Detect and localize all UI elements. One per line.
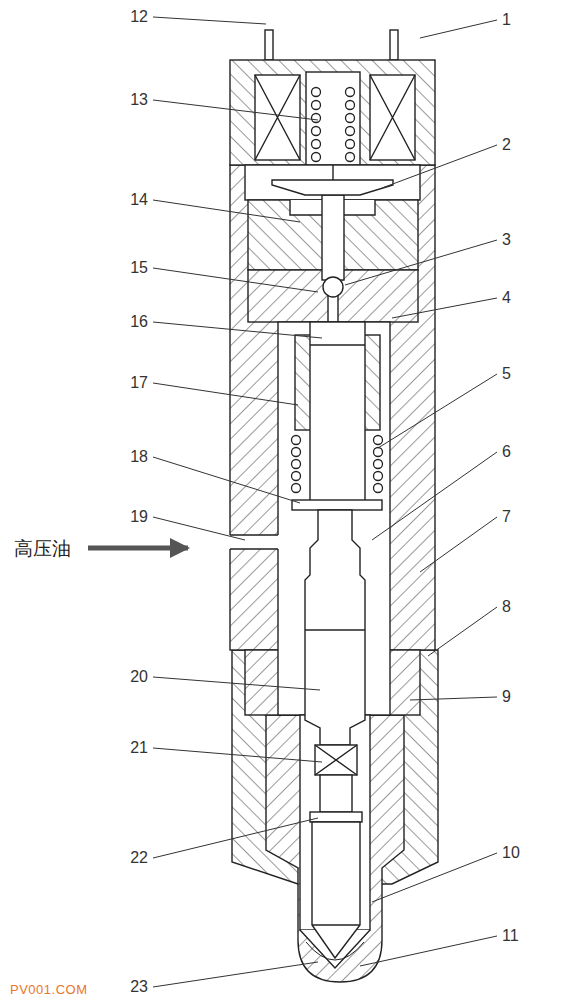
callout-number: 5 <box>502 365 511 383</box>
solenoid-housing <box>230 60 435 165</box>
spring-coil <box>346 127 355 136</box>
terminal-pin <box>390 30 398 60</box>
spring-coil <box>312 101 321 110</box>
spring-coil <box>346 88 355 97</box>
spring-coil <box>346 101 355 110</box>
armature-chamber <box>245 165 420 200</box>
spring-coil <box>374 472 383 481</box>
spring-coil <box>292 448 301 457</box>
callout-number: 22 <box>108 849 148 867</box>
watermark: PV001.COM <box>10 981 87 999</box>
callout-number: 9 <box>502 688 511 706</box>
flow-arrow <box>88 546 188 551</box>
callout-number: 2 <box>502 136 511 154</box>
spring-seat <box>292 500 382 510</box>
terminal-pin <box>265 30 273 60</box>
callout-number: 6 <box>502 443 511 461</box>
spring-coil <box>292 460 301 469</box>
spring-coil <box>374 448 383 457</box>
needle-spring <box>315 745 357 775</box>
spring-coil <box>292 436 301 445</box>
spring-coil <box>312 88 321 97</box>
spring-coil <box>312 127 321 136</box>
control-plunger <box>310 322 365 502</box>
callout-number: 15 <box>108 259 148 277</box>
callout-number: 13 <box>108 91 148 109</box>
coil <box>370 75 415 160</box>
callout-number: 20 <box>108 668 148 686</box>
callout-number: 12 <box>108 8 148 26</box>
spring-coil <box>374 436 383 445</box>
spring-coil <box>312 114 321 123</box>
spring-cavity <box>306 72 360 165</box>
callout-number: 1 <box>502 11 511 29</box>
spring-coil <box>346 114 355 123</box>
callout-number: 23 <box>108 978 148 996</box>
callout-number: 11 <box>502 927 519 945</box>
spring-coil <box>374 484 383 493</box>
spring-coil <box>346 153 355 162</box>
callout-number: 8 <box>502 598 511 616</box>
leader-lines <box>153 17 497 987</box>
valve-stem <box>322 195 344 280</box>
callout-number: 21 <box>108 739 148 757</box>
callout-number: 16 <box>108 313 148 331</box>
nozzle-body <box>266 715 404 982</box>
callout-number: 17 <box>108 374 148 392</box>
callout-number: 18 <box>108 448 148 466</box>
spring-coil <box>374 460 383 469</box>
ball-valve <box>323 277 343 297</box>
callout-number: 7 <box>502 508 511 526</box>
armature-disk <box>272 180 393 195</box>
callout-number: 4 <box>502 289 511 307</box>
nozzle-needle <box>312 822 360 958</box>
orifice-plate <box>248 270 418 322</box>
needle <box>305 510 365 745</box>
spring-coil <box>292 484 301 493</box>
callout-number: 10 <box>502 844 520 862</box>
spring-coil <box>312 153 321 162</box>
spring-coil <box>292 472 301 481</box>
callout-number: 14 <box>108 191 148 209</box>
callout-number: 19 <box>108 508 148 526</box>
callout-number: 3 <box>502 231 511 249</box>
flow-label: 高压油 <box>14 536 71 560</box>
shim <box>310 812 362 822</box>
spring-coil <box>312 140 321 149</box>
spring-coil <box>346 140 355 149</box>
